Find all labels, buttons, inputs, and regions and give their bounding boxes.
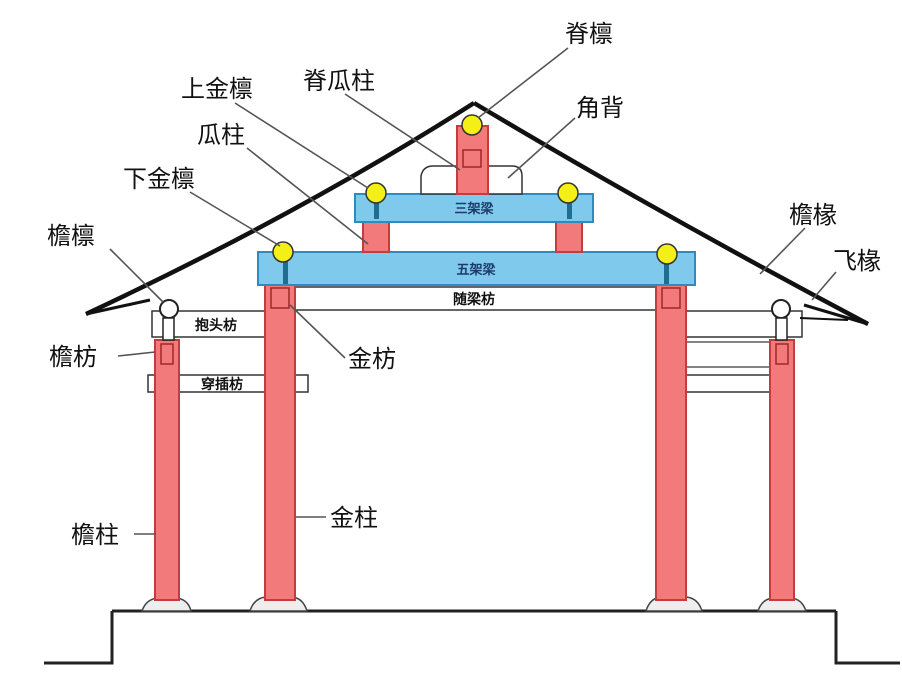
gua-zhu-left [362,219,390,253]
beam-label-chuan-cha-fang: 穿插枋 [201,376,243,393]
yan-lin-right-purlin [771,299,791,319]
leader-jiao-bei [507,117,576,179]
leader-shang-jin-lin [234,102,369,189]
xia-jin-lin-left-purlin [272,241,294,263]
label-jin-zhu: 金柱 [330,504,378,532]
label-ji-lin: 脊檩 [565,20,613,48]
jin-zhu-left-head [270,287,290,309]
roof-left [85,101,476,317]
label-xia-jin-lin: 下金檩 [123,165,195,193]
connector-left-lower [283,260,288,284]
label-yan-zhu: 檐柱 [71,521,119,549]
roof-right [472,101,870,326]
label-yan-chuan: 檐椽 [789,201,837,229]
ji-lin-purlin [461,114,483,136]
ground-left [44,611,114,665]
xia-jin-lin-right-purlin [656,243,678,265]
fei-chuan-right [803,303,869,326]
jin-zhu-right [655,281,687,601]
wu-jia-liang [257,251,696,286]
ground-right [834,611,900,665]
shang-jin-lin-right-purlin [557,182,579,204]
leader-gua-zhu [246,147,369,245]
eave-tail-right [799,317,849,321]
fei-chuan-left [85,298,151,316]
yan-zhu-left [154,339,180,601]
jin-zhu-right-head [661,287,681,309]
label-yan-lin: 檐檩 [47,222,95,250]
ji-gua-zhu [456,125,489,195]
label-fei-chuan: 飞椽 [833,247,881,275]
label-yan-fang: 檐枋 [49,343,97,371]
label-jiao-bei: 角背 [576,94,624,122]
jin-zhu-left [264,281,296,601]
label-ji-gua-zhu: 脊瓜柱 [303,67,375,95]
yan-zhu-left-head [160,343,174,365]
leader-xia-jin-lin [189,191,281,247]
yan-zhu-right-head [775,343,789,365]
connector-right-purlin [567,199,572,219]
label-gua-zhu: 瓜柱 [197,121,245,149]
san-jia-liang [354,193,594,223]
ji-gua-zhu-notch [462,149,482,168]
yan-lin-left-purlin [159,299,179,319]
beam-label-san-jia-liang: 三架梁 [454,201,494,217]
shang-jin-lin-left-purlin [365,182,387,204]
label-jin-fang: 金枋 [348,345,396,373]
yan-lin-left-block [162,317,175,341]
beam-label-sui-liang-fang: 随梁枋 [453,291,495,308]
beam-label-bao-tou-fang: 抱头枋 [195,317,237,334]
leader-yan-lin [109,248,164,303]
leader-yan-fang [117,351,156,357]
beam-label-wu-jia-liang: 五架梁 [456,262,496,278]
connector-left-purlin [374,199,379,219]
leader-ji-lin [477,47,569,119]
gua-zhu-right [555,219,583,253]
yan-zhu-right [769,339,795,601]
connector-right-lower [664,260,669,284]
leader-ji-gua-zhu [344,93,461,171]
yan-lin-right-block [775,317,788,341]
label-shang-jin-lin: 上金檩 [181,75,253,103]
leader-jin-fang [289,304,346,359]
leader-yan-chuan [759,227,806,275]
leader-fei-chuan [811,271,837,301]
